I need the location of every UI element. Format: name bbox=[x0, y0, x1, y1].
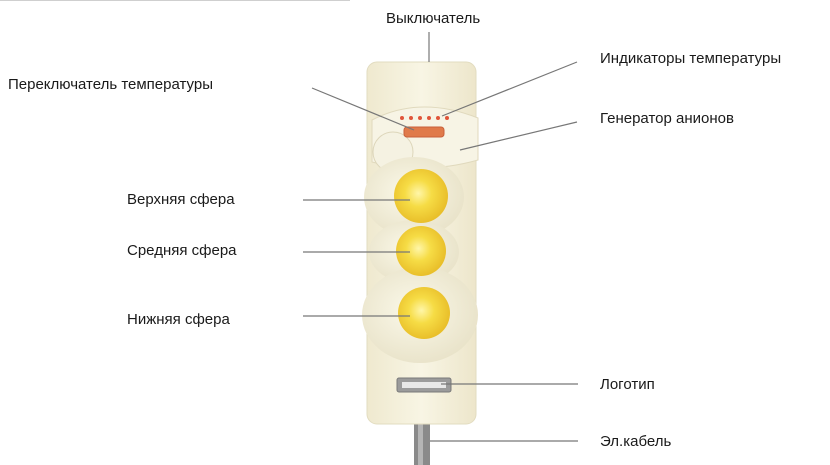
label-middle-sphere: Средняя сфера bbox=[127, 242, 237, 260]
upper-sphere bbox=[394, 169, 448, 223]
lower-sphere bbox=[398, 287, 450, 339]
label-temperature-switch: Переключатель температуры bbox=[8, 76, 213, 94]
label-anion-generator: Генератор анионов bbox=[600, 110, 734, 128]
label-logo: Логотип bbox=[600, 376, 655, 394]
label-cable: Эл.кабель bbox=[600, 433, 671, 451]
label-switch: Выключатель bbox=[386, 10, 480, 28]
middle-sphere bbox=[396, 226, 446, 276]
label-temperature-indicators: Индикаторы температуры bbox=[600, 50, 781, 68]
label-upper-sphere: Верхняя сфера bbox=[127, 191, 235, 209]
label-lower-sphere: Нижняя сфера bbox=[127, 311, 230, 329]
